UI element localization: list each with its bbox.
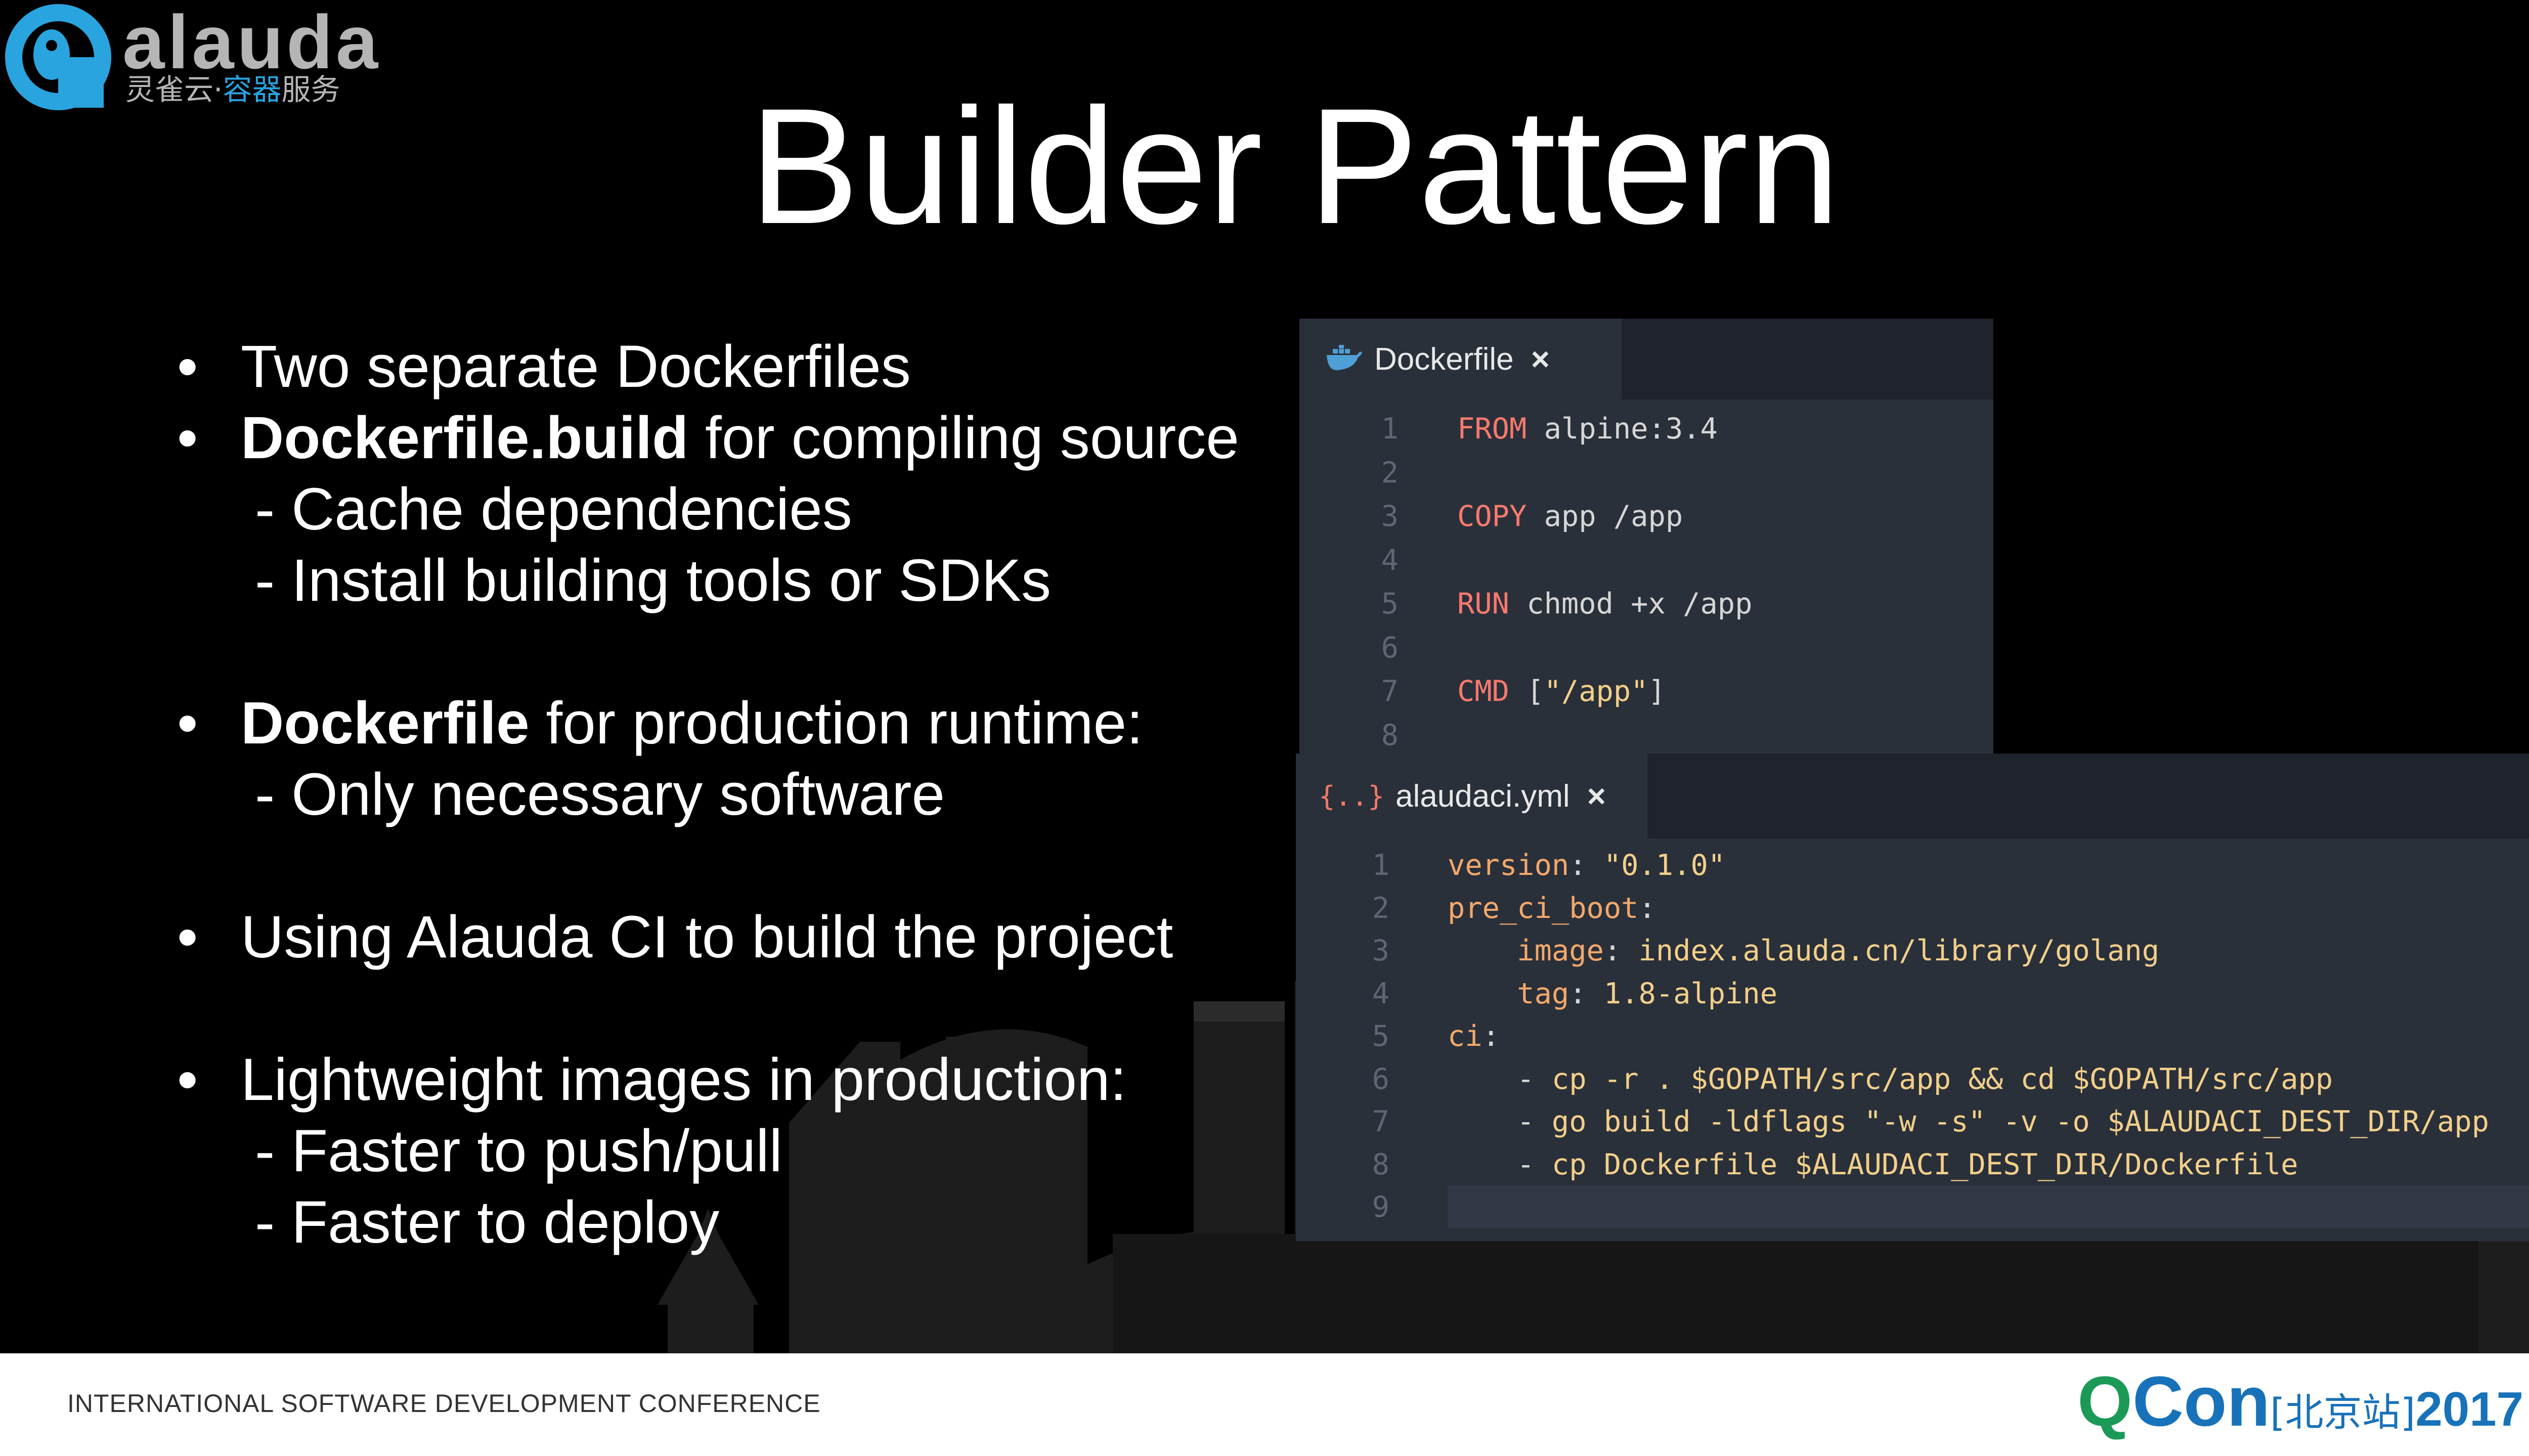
line-number: 8 bbox=[1372, 1148, 1389, 1181]
keyword: CMD bbox=[1457, 675, 1509, 708]
docker-whale-icon bbox=[1327, 345, 1362, 370]
yaml-key: pre_ci_boot bbox=[1448, 891, 1639, 925]
code-text: : bbox=[1569, 977, 1604, 1010]
line-number: 5 bbox=[1372, 1020, 1389, 1053]
bullet-dot: • bbox=[177, 1046, 198, 1113]
line-number: 9 bbox=[1372, 1190, 1389, 1224]
line-number: 4 bbox=[1372, 977, 1389, 1010]
code-line: - go build -ldflags "-w -s" -v -o $ALAUD… bbox=[1448, 1105, 2489, 1138]
editor-tab-bar: {..} alaudaci.yml × bbox=[1296, 754, 2529, 839]
current-line-highlight bbox=[1448, 1185, 2529, 1228]
code-text: - bbox=[1517, 1062, 1552, 1096]
line-number: 4 bbox=[1381, 543, 1399, 577]
code-line: ci: bbox=[1448, 1020, 1500, 1053]
code-text: : bbox=[1569, 849, 1604, 882]
line-number: 2 bbox=[1372, 891, 1389, 925]
yaml-key: image bbox=[1517, 934, 1604, 967]
bullet-dot: • bbox=[177, 904, 198, 970]
sub-bullet-item: - Install building tools or SDKs bbox=[255, 547, 1052, 614]
code-text: ] bbox=[1648, 675, 1666, 708]
conference-name: INTERNATIONAL SOFTWARE DEVELOPMENT CONFE… bbox=[67, 1389, 821, 1418]
code-text: [ bbox=[1509, 675, 1544, 708]
code-text: : bbox=[1482, 1020, 1500, 1053]
slide-title: Builder Pattern bbox=[749, 74, 1840, 258]
alauda-logo: alauda 灵雀云·容器服务 bbox=[5, 4, 400, 115]
line-number: 1 bbox=[1372, 849, 1389, 882]
sub-bullet-item: - Cache dependencies bbox=[255, 476, 852, 543]
line-number: 2 bbox=[1381, 456, 1399, 490]
tab-label: Dockerfile bbox=[1374, 341, 1514, 377]
code-line: pre_ci_boot: bbox=[1448, 892, 1656, 925]
tab-dockerfile[interactable]: Dockerfile × bbox=[1299, 319, 1622, 400]
code-line: - cp Dockerfile $ALAUDACI_DEST_DIR/Docke… bbox=[1448, 1148, 2298, 1181]
editor-tab-bar: Dockerfile × bbox=[1299, 319, 1993, 400]
yaml-value: "0.1.0" bbox=[1603, 849, 1726, 882]
sub-bullet-item: - Only necessary software bbox=[255, 761, 945, 828]
dockerfile-editor-panel: Dockerfile × 1 FROM alpine:3.4 2 3 COPY app … bbox=[1299, 319, 1993, 754]
tab-label: alaudaci.yml bbox=[1396, 778, 1570, 814]
alauda-bird-icon bbox=[5, 4, 111, 110]
yaml-key: tag bbox=[1517, 977, 1569, 1010]
code-line: image: index.alauda.cn/library/golang bbox=[1448, 934, 2159, 967]
bullet-item: • Two separate Dockerfiles bbox=[177, 331, 1290, 403]
bullet-dot: • bbox=[177, 690, 198, 757]
logo-wordmark: alauda bbox=[122, 0, 381, 84]
close-icon[interactable]: × bbox=[1531, 341, 1550, 377]
code-line: RUN chmod +x /app bbox=[1457, 587, 1752, 621]
code-text: : bbox=[1603, 934, 1639, 967]
code-area[interactable]: 1 version: "0.1.0" 2 pre_ci_boot: 3 image: i… bbox=[1296, 839, 2529, 1241]
code-area[interactable]: 1 FROM alpine:3.4 2 3 COPY app /app 4 5 RUN chm… bbox=[1299, 400, 1993, 754]
keyword: COPY bbox=[1457, 500, 1527, 533]
line-number: 8 bbox=[1381, 718, 1399, 752]
code-line: FROM alpine:3.4 bbox=[1457, 412, 1718, 446]
yaml-key: ci bbox=[1448, 1020, 1482, 1053]
alaudaci-yml-editor-panel: {..} alaudaci.yml × 1 version: "0.1.0" 2 pr… bbox=[1296, 754, 2529, 1241]
code-text: : bbox=[1638, 891, 1656, 925]
line-number: 6 bbox=[1381, 631, 1399, 665]
code-text: - bbox=[1517, 1105, 1552, 1138]
code-text: alpine:3.4 bbox=[1527, 412, 1718, 446]
keyword: RUN bbox=[1457, 587, 1509, 621]
code-line: version: "0.1.0" bbox=[1448, 849, 1725, 882]
sub-bullet-item: - Faster to deploy bbox=[255, 1189, 720, 1256]
bullet-item: • Using Alauda CI to build the project bbox=[177, 902, 1290, 973]
code-text: app /app bbox=[1527, 500, 1683, 533]
line-number: 6 bbox=[1372, 1062, 1389, 1096]
yaml-value: index.alauda.cn/library/golang bbox=[1638, 934, 2160, 967]
footer-bar: INTERNATIONAL SOFTWARE DEVELOPMENT CONFE… bbox=[0, 1353, 2529, 1456]
code-line: CMD ["/app"] bbox=[1457, 675, 1666, 708]
line-number: 3 bbox=[1372, 934, 1389, 967]
yaml-value: go build -ldflags "-w -s" -v -o $ALAUDAC… bbox=[1551, 1105, 2490, 1138]
code-line: - cp -r . $GOPATH/src/app && cd $GOPATH/… bbox=[1448, 1063, 2333, 1096]
bullet-list: • Two separate Dockerfiles • Dockerfile.… bbox=[177, 331, 1290, 1258]
bullet-item: • Dockerfile.build for compiling source bbox=[177, 403, 1290, 474]
yaml-value: cp -r . $GOPATH/src/app && cd $GOPATH/sr… bbox=[1551, 1062, 2333, 1096]
sub-bullet-item: - Faster to push/pull bbox=[255, 1118, 782, 1184]
yaml-key: version bbox=[1448, 849, 1569, 882]
logo-subtitle: 灵雀云·容器服务 bbox=[125, 72, 340, 107]
line-number: 3 bbox=[1381, 500, 1399, 533]
bullet-item: • Lightweight images in production: bbox=[177, 1044, 1290, 1116]
curly-braces-icon: {..} bbox=[1319, 780, 1385, 812]
keyword: FROM bbox=[1457, 412, 1527, 446]
code-text: chmod +x /app bbox=[1509, 587, 1753, 621]
line-number: 5 bbox=[1381, 587, 1399, 621]
bullet-dot: • bbox=[177, 333, 198, 400]
qcon-logo: QCon[北京站]2017 bbox=[2077, 1361, 2523, 1441]
string-literal: "/app" bbox=[1544, 675, 1648, 708]
line-number: 1 bbox=[1381, 412, 1399, 446]
line-number: 7 bbox=[1381, 675, 1399, 708]
line-number: 7 bbox=[1372, 1105, 1389, 1138]
yaml-value: cp Dockerfile $ALAUDACI_DEST_DIR/Dockerf… bbox=[1551, 1148, 2298, 1181]
yaml-value: 1.8-alpine bbox=[1603, 977, 1778, 1010]
code-line: tag: 1.8-alpine bbox=[1448, 977, 1777, 1010]
bullet-item: • Dockerfile for production runtime: bbox=[177, 688, 1290, 759]
bullet-dot: • bbox=[177, 405, 198, 471]
tab-alaudaci-yml[interactable]: {..} alaudaci.yml × bbox=[1296, 754, 1647, 839]
code-line: COPY app /app bbox=[1457, 500, 1683, 533]
close-icon[interactable]: × bbox=[1587, 778, 1606, 814]
code-text: - bbox=[1517, 1148, 1552, 1181]
